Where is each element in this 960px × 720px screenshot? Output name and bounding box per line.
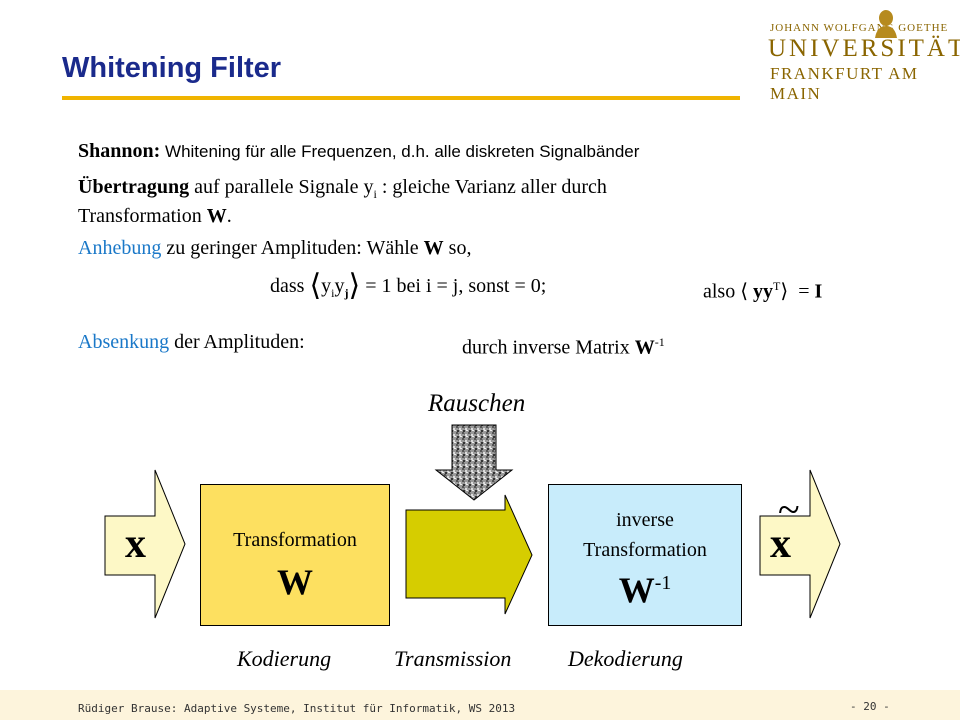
input-arrow <box>104 469 186 619</box>
encoding-symbol: W <box>277 562 313 602</box>
transmission-arrow <box>405 494 533 615</box>
logo-top-line: JOHANN WOLFGANG GOETHE <box>770 22 949 34</box>
output-tilde: ~ <box>778 487 800 532</box>
shannon-text: Whitening für alle Frequenzen, d.h. alle… <box>160 142 640 161</box>
line-also: also ⟨ yyT⟩ = I <box>703 279 823 303</box>
noise-arrow <box>434 424 514 501</box>
output-arrow <box>759 469 841 619</box>
line-absenkung: Absenkung der Amplituden: <box>78 331 305 353</box>
decoding-label-1: inverse <box>616 509 674 531</box>
input-x: x <box>125 521 146 567</box>
stage-dekodierung: Dekodierung <box>568 646 683 671</box>
output-x: x <box>770 521 791 567</box>
line-dass: dass ⟨yiyj⟩ = 1 bei i = j, sonst = 0; <box>270 269 547 302</box>
stage-kodierung: Kodierung <box>237 646 332 671</box>
line-uebertragung: Übertragung auf parallele Signale yi : g… <box>78 176 607 227</box>
shannon-term: Shannon <box>78 140 154 162</box>
page-number: - 20 - <box>850 700 890 713</box>
absenkung-term: Absenkung <box>78 331 170 353</box>
decoding-box: inverse Transformation W-1 <box>548 484 742 626</box>
logo-sub: FRANKFURT AM MAIN <box>770 64 919 103</box>
line-inverse-matrix: durch inverse Matrix W-1 <box>462 335 665 359</box>
slide-title: Whitening Filter <box>62 52 282 84</box>
footer-credit: Rüdiger Brause: Adaptive Systeme, Instit… <box>78 702 516 715</box>
anhebung-term: Anhebung <box>78 237 162 259</box>
line-shannon: Shannon: Whitening für alle Frequenzen, … <box>78 140 640 162</box>
footer-bar <box>0 690 960 720</box>
line-anhebung: Anhebung zu geringer Amplituden: Wähle W… <box>78 237 472 259</box>
title-underline <box>62 96 740 100</box>
encoding-label: Transformation <box>233 529 357 551</box>
logo-main: UNIVERSITÄT <box>768 35 960 62</box>
decoding-label-2: Transformation <box>583 539 707 561</box>
uebertragung-term: Übertragung <box>78 176 190 198</box>
noise-label: Rauschen <box>428 390 526 417</box>
goethe-bust-icon <box>875 10 897 38</box>
stage-transmission: Transmission <box>394 646 512 671</box>
encoding-box: Transformation W <box>200 484 390 626</box>
decoding-symbol: W-1 <box>618 570 672 610</box>
